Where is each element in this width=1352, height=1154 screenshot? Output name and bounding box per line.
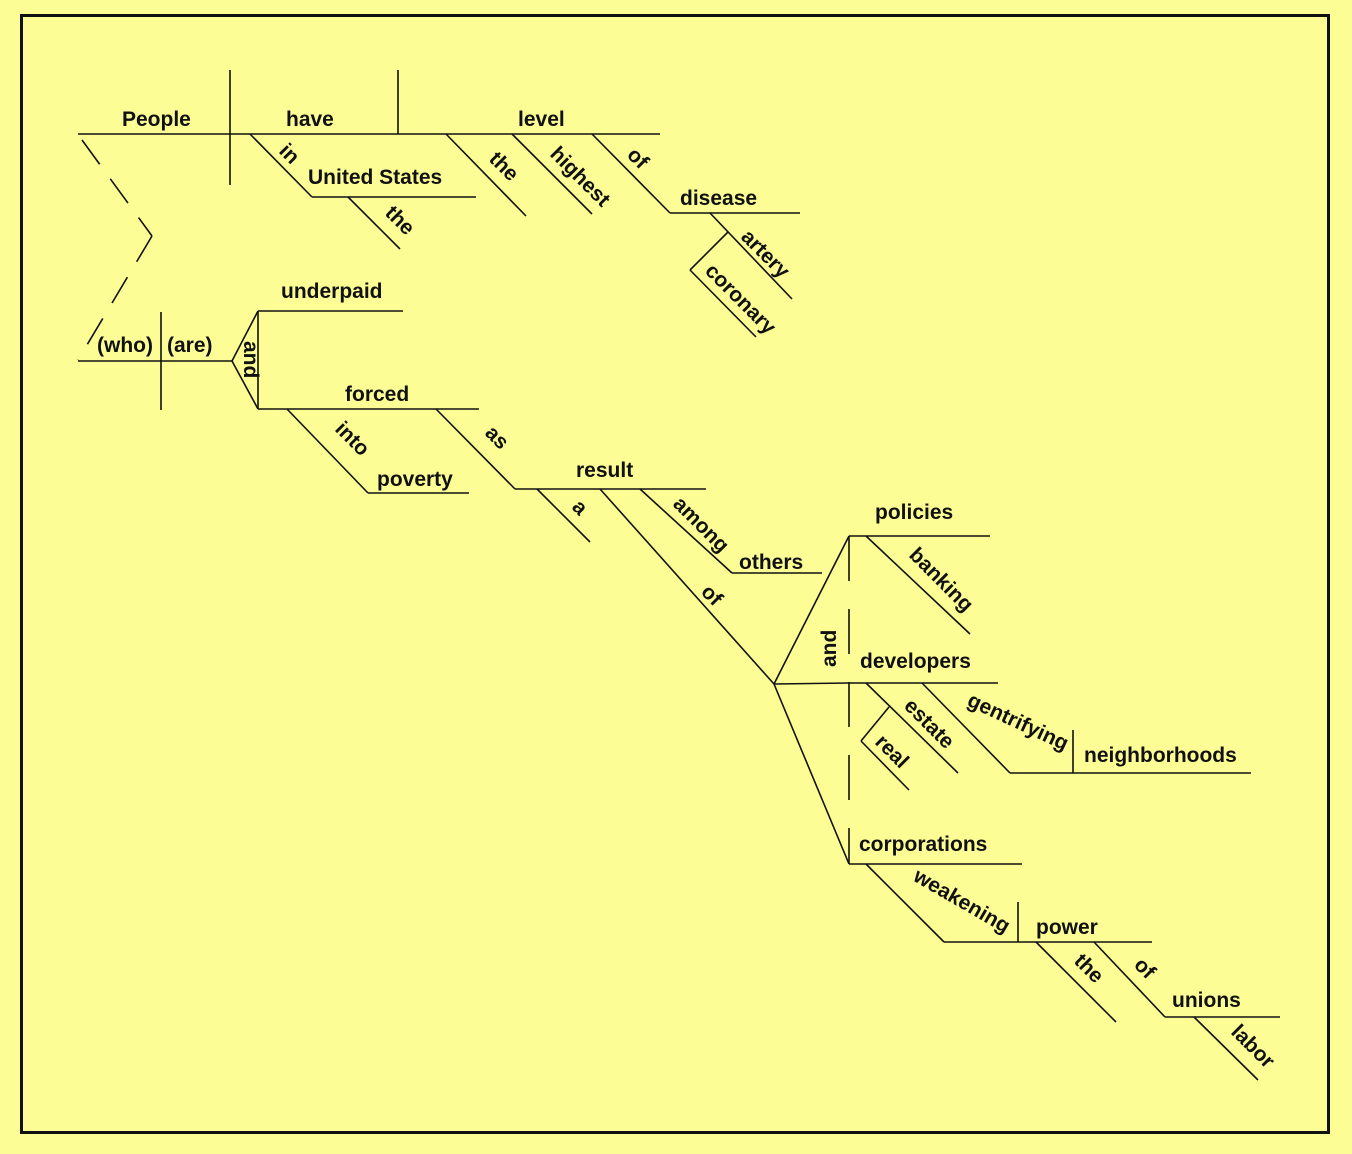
coronary-slant — [689, 269, 757, 338]
labor-slant — [1193, 1016, 1259, 1081]
word-developers: developers — [860, 650, 971, 673]
objects-fork-lower — [773, 683, 850, 865]
word-power: power — [1036, 916, 1098, 939]
the-3-slant — [1035, 941, 1117, 1023]
word-weakening: weakening — [909, 864, 1014, 938]
of-2-slant — [599, 488, 775, 685]
objects-fork-upper — [773, 535, 850, 685]
word-the-1: the — [380, 201, 419, 240]
word-result: result — [576, 459, 633, 482]
objects-fork-middle — [773, 682, 850, 685]
word-unions: unions — [1172, 989, 1241, 1012]
of-1-slant — [591, 133, 671, 214]
weakening-slant — [865, 863, 945, 943]
word-have: have — [286, 108, 334, 131]
word-real: real — [870, 730, 913, 773]
relative-connector-upper — [81, 139, 153, 237]
word-as: as — [480, 421, 513, 454]
in-slant — [249, 133, 313, 198]
word-who: (who) — [97, 334, 153, 357]
into-slant — [286, 408, 369, 494]
word-underpaid: underpaid — [281, 280, 383, 303]
word-united-states: United States — [308, 166, 442, 189]
as-slant — [435, 408, 516, 490]
word-others: others — [739, 551, 803, 574]
relative-connector-lower — [77, 235, 153, 361]
word-artery: artery — [736, 225, 794, 283]
word-of-3: of — [1129, 953, 1160, 984]
highest-slant — [511, 133, 593, 215]
a-slant — [536, 488, 591, 543]
word-labor: labor — [1226, 1020, 1279, 1073]
word-level: level — [518, 108, 565, 131]
word-gentrifying: gentrifying — [964, 689, 1072, 756]
word-disease: disease — [680, 187, 757, 210]
artery-slant — [709, 212, 793, 300]
coronary-connector — [689, 231, 729, 271]
word-policies: policies — [875, 501, 953, 524]
estate-slant — [865, 682, 959, 774]
real-slant — [860, 740, 910, 791]
of-3-slant — [1093, 941, 1166, 1018]
word-are: (are) — [167, 334, 213, 357]
banking-slant — [865, 535, 971, 635]
word-neighborhoods: neighborhoods — [1084, 744, 1237, 767]
gentrifying-slant — [921, 682, 1011, 774]
word-forced: forced — [345, 383, 409, 406]
fork-lower — [231, 360, 259, 410]
word-corporations: corporations — [859, 833, 987, 856]
word-and-1: and — [239, 341, 262, 378]
diagram-frame — [20, 14, 1330, 1134]
the-2-slant — [445, 133, 527, 217]
real-connector — [860, 706, 890, 742]
word-banking: banking — [904, 543, 977, 616]
word-and-2: and — [818, 630, 841, 667]
word-poverty: poverty — [377, 468, 453, 491]
word-people: People — [122, 108, 191, 131]
fork-upper — [231, 310, 259, 362]
word-a: a — [567, 495, 592, 520]
word-of-2: of — [696, 580, 727, 611]
among-slant — [639, 488, 733, 574]
the-1-slant — [347, 196, 401, 250]
word-into: into — [330, 417, 373, 460]
